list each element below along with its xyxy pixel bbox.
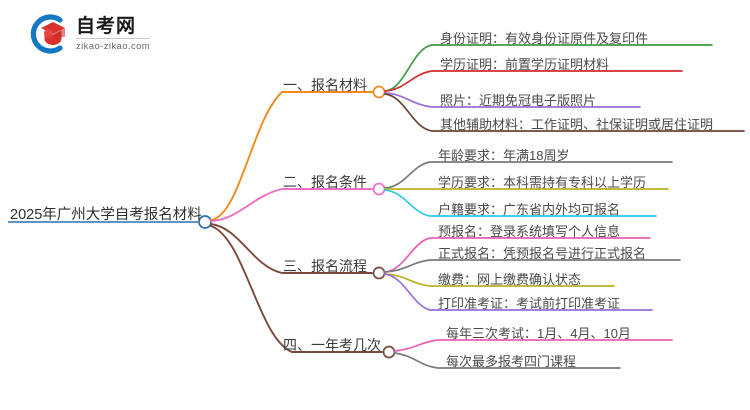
branch-label-2[interactable]: 二、报名条件 — [283, 174, 367, 190]
link-root-to-branch-1 — [210, 91, 373, 221]
leaf-label-4-1[interactable]: 每年三次考试：1月、4月、10月 — [446, 326, 631, 341]
link-root-to-branch-3 — [210, 223, 373, 274]
branch-2-node-dot — [372, 182, 386, 196]
branch-label-1[interactable]: 一、报名材料 — [283, 77, 367, 93]
link-b3-child-2 — [384, 259, 681, 273]
link-b1-child-4 — [384, 93, 745, 132]
link-b4-child-2 — [394, 352, 621, 369]
leaf-label-2-3[interactable]: 户籍要求：广东省内外均可报名 — [438, 202, 621, 217]
link-root-to-branch-2 — [210, 188, 373, 222]
leaf-label-2-1[interactable]: 年龄要求：年满18周岁 — [438, 148, 570, 163]
link-b3-child-3 — [384, 273, 615, 287]
leaf-label-1-2[interactable]: 学历证明：前置学历证明材料 — [440, 57, 610, 72]
root-node-dot — [198, 215, 212, 229]
link-b1-child-2 — [384, 70, 683, 92]
leaf-label-3-3[interactable]: 缴费：网上缴费确认状态 — [438, 272, 582, 287]
leaf-label-1-1[interactable]: 身份证明：有效身份证原件及复印件 — [440, 31, 649, 46]
leaf-label-4-2[interactable]: 每次最多报考四门课程 — [446, 354, 577, 369]
logo-title: 自考网 — [76, 17, 151, 39]
link-b3-child-4 — [384, 273, 653, 311]
site-logo: 自考网 zikao-zikao.com — [28, 12, 208, 56]
leaf-label-3-2[interactable]: 正式报名：凭预报名号进行正式报名 — [438, 246, 647, 261]
leaf-label-3-1[interactable]: 预报名：登录系统填写个人信息 — [438, 224, 621, 239]
branch-4-node-dot — [382, 345, 396, 359]
zikao-graduation-cap-logo-icon — [30, 14, 65, 54]
logo-text: 自考网 zikao-zikao.com — [76, 17, 151, 52]
branch-label-3[interactable]: 三、报名流程 — [283, 258, 367, 274]
link-b3-child-1 — [384, 237, 651, 273]
branch-3-node-dot — [372, 266, 386, 280]
leaf-label-1-4[interactable]: 其他辅助材料：工作证明、社保证明或居住证明 — [440, 117, 714, 132]
logo-subtitle: zikao-zikao.com — [76, 40, 151, 52]
branch-1-node-dot — [372, 85, 386, 99]
link-root-to-branch-4 — [210, 225, 383, 353]
leaf-label-3-4[interactable]: 打印准考证：考试前打印准考证 — [438, 296, 621, 311]
link-b1-child-3 — [384, 92, 641, 108]
branch-label-4[interactable]: 四、一年考几次 — [283, 337, 381, 353]
leaf-label-2-2[interactable]: 学历要求：本科需持有专科以上学历 — [438, 175, 647, 190]
leaf-label-1-3[interactable]: 照片：近期免冠电子版照片 — [440, 93, 597, 108]
link-b2-child-1 — [384, 161, 673, 189]
root-node-label[interactable]: 2025年广州大学自考报名材料 — [10, 207, 202, 223]
link-b2-child-3 — [384, 189, 657, 217]
link-b1-child-1 — [384, 44, 713, 92]
link-b4-child-1 — [394, 339, 673, 352]
